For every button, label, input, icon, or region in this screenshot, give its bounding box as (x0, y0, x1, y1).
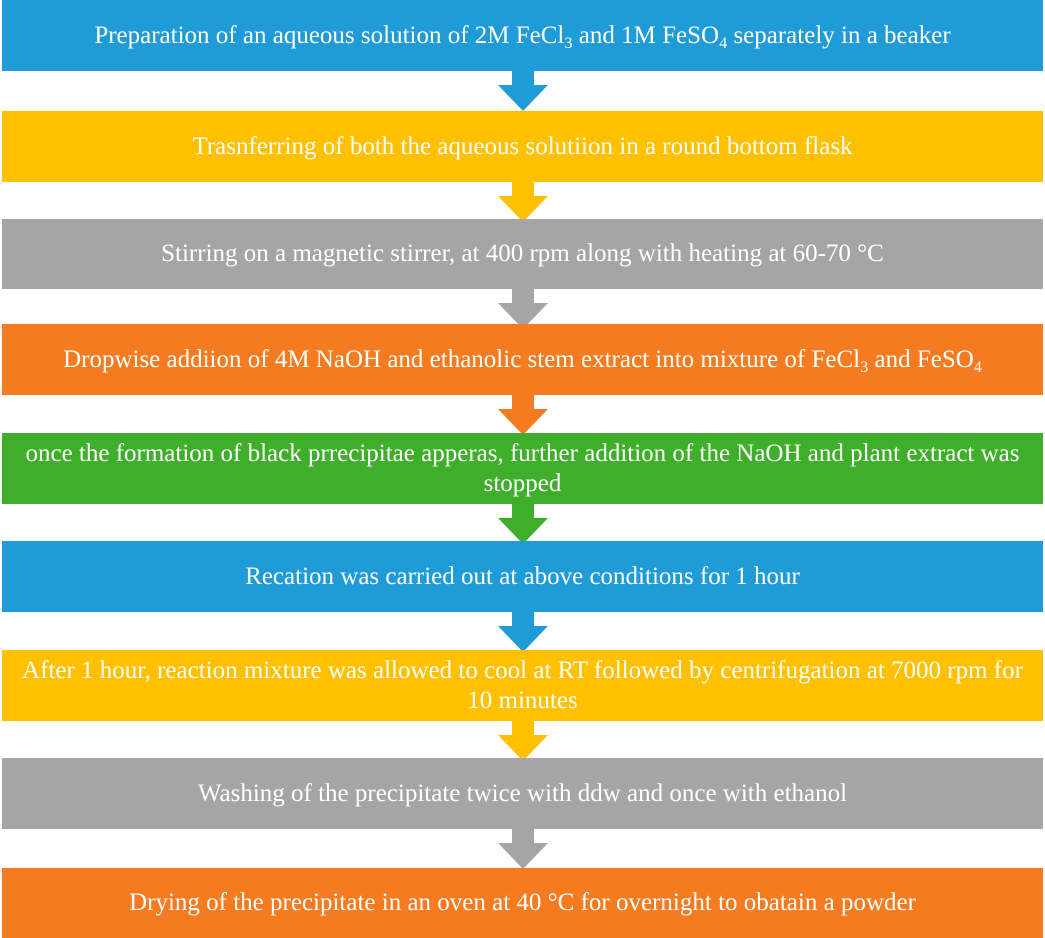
arrow-7-shape (498, 721, 548, 761)
step-9-box: Drying of the precipitate in an oven at … (2, 868, 1043, 938)
arrow-2 (498, 182, 548, 222)
arrow-6-shape (498, 612, 548, 652)
arrow-5-shape (498, 504, 548, 544)
step-6-text: Recation was carried out at above condit… (245, 562, 800, 590)
step-5-box: once the formation of black prrecipitae … (2, 433, 1043, 504)
arrow-6 (498, 612, 548, 652)
arrow-8-head (498, 829, 548, 869)
arrow-5 (498, 504, 548, 544)
arrow-2-shape (498, 182, 548, 222)
step-3-text: Stirring on a magnetic stirrer, at 400 r… (161, 240, 884, 267)
arrow-4 (498, 395, 548, 435)
arrow-4-head (498, 395, 548, 435)
arrow-1-head (498, 71, 548, 111)
arrow-4-shape (498, 395, 548, 435)
step-1-text: Preparation of an aqueous solution of 2M… (94, 21, 951, 52)
step-4-text: Dropwise addiion of 4M NaOH and ethanoli… (63, 345, 982, 376)
arrow-3-shape (498, 289, 548, 329)
step-2-text: Trasnferring of both the aqueous solutii… (192, 132, 853, 160)
step-9-text: Drying of the precipitate in an oven at … (129, 889, 916, 916)
arrow-3 (498, 289, 548, 329)
step-7-box: After 1 hour, reaction mixture was allow… (2, 650, 1043, 721)
step-4-box: Dropwise addiion of 4M NaOH and ethanoli… (2, 324, 1043, 395)
arrow-7-head (498, 721, 548, 761)
arrow-8 (498, 829, 548, 869)
arrow-8-shape (498, 829, 548, 869)
arrow-5-head (498, 504, 548, 544)
arrow-3-head (498, 289, 548, 329)
step-6-box: Recation was carried out at above condit… (2, 541, 1043, 612)
arrow-1-shape (498, 71, 548, 111)
step-7-text: After 1 hour, reaction mixture was allow… (22, 656, 1023, 714)
arrow-7 (498, 721, 548, 761)
step-8-box: Washing of the precipitate twice with dd… (2, 758, 1043, 829)
step-3-box: Stirring on a magnetic stirrer, at 400 r… (2, 219, 1043, 289)
step-1-box: Preparation of an aqueous solution of 2M… (2, 0, 1043, 71)
step-2-box: Trasnferring of both the aqueous solutii… (2, 111, 1043, 182)
arrow-2-head (498, 182, 548, 222)
step-8-text: Washing of the precipitate twice with dd… (197, 779, 848, 807)
arrow-1 (498, 71, 548, 111)
step-5-text: once the formation of black prrecipitae … (25, 439, 1020, 497)
arrow-6-head (498, 612, 548, 652)
